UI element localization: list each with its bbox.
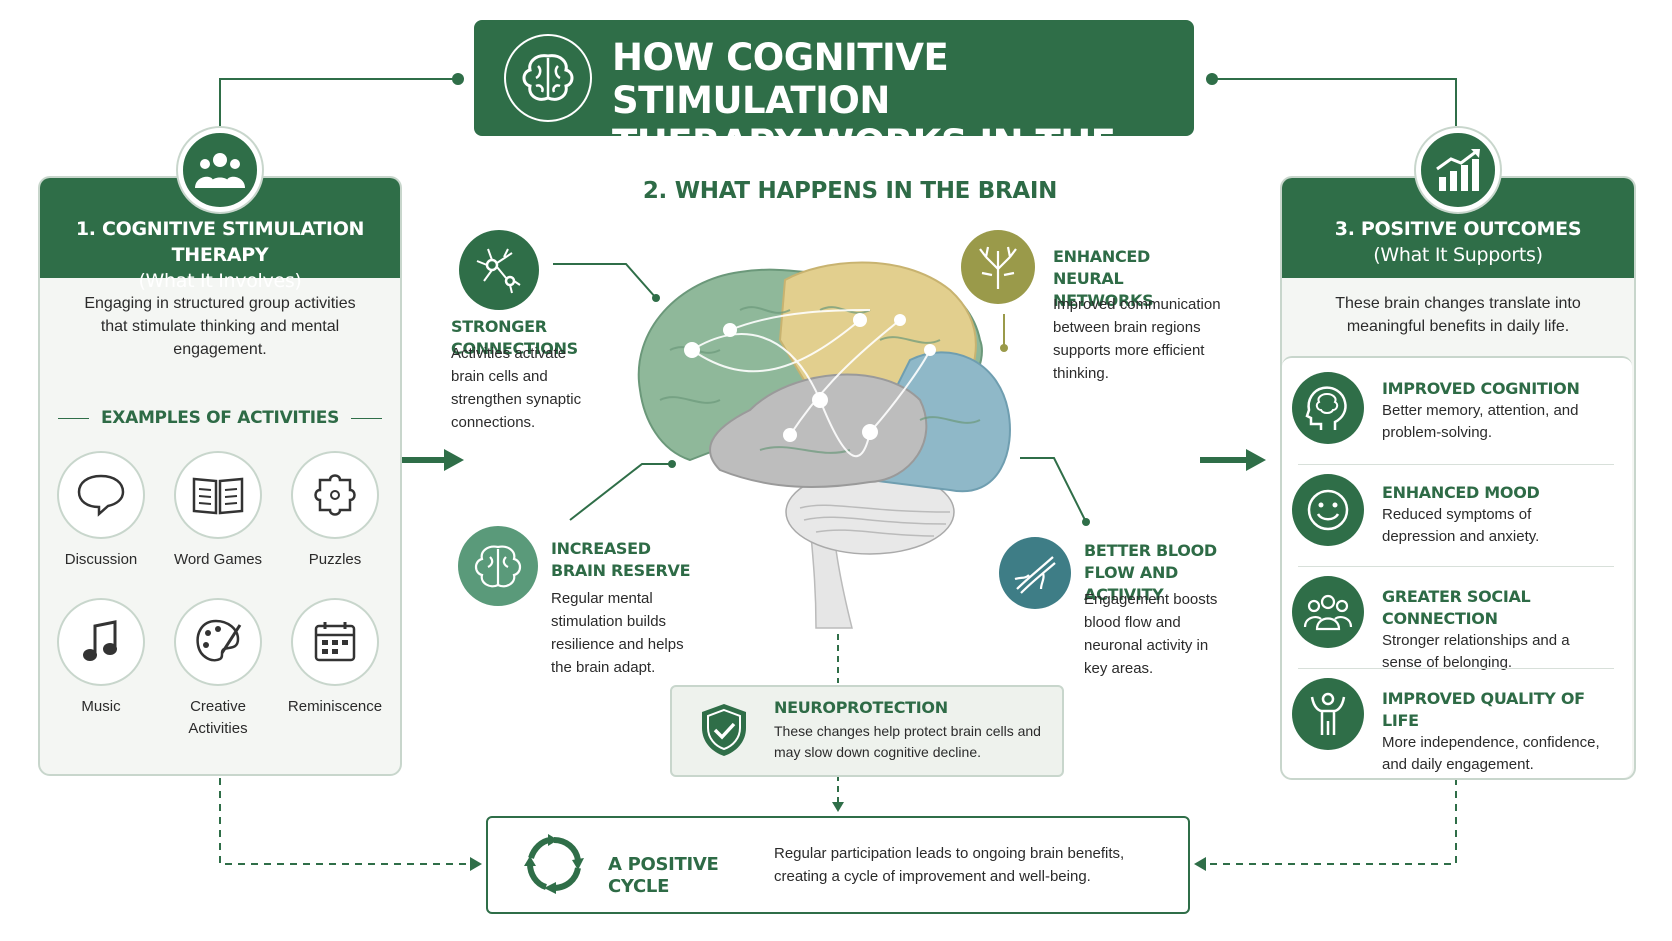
bar-chart-growth-icon xyxy=(1436,149,1480,191)
outcome-separator xyxy=(1298,566,1614,567)
brain-reserve-badge xyxy=(458,526,538,606)
outcomes-description: These brain changes translate into meani… xyxy=(1335,295,1581,335)
outcome-mood: ENHANCED MOOD Reduced symptoms of depres… xyxy=(1382,483,1540,545)
outcome-separator xyxy=(1298,668,1614,669)
music-note-icon xyxy=(83,620,117,661)
enhanced-networks-text: Improved communication between brain reg… xyxy=(1053,296,1221,382)
brain-icon xyxy=(474,545,522,588)
blood-vessel-icon xyxy=(1014,556,1056,594)
activity-discussion: Discussion xyxy=(46,451,156,571)
head-brain-icon xyxy=(1305,386,1347,430)
examples-heading-row: EXAMPLES OF ACTIVITIES xyxy=(58,408,382,428)
neuroprotection-title: NEUROPROTECTION xyxy=(774,698,948,717)
title-line-1: HOW COGNITIVE STIMULATION xyxy=(612,36,949,122)
neuroprotection-text: These changes help protect brain cells a… xyxy=(774,723,1041,760)
outcomes-heading: 3. POSITIVE OUTCOMES xyxy=(1334,218,1582,240)
activity-music: Music xyxy=(46,598,156,718)
outcome-quality: IMPROVED QUALITY OF LIFE More independen… xyxy=(1382,689,1600,773)
brain-illustration xyxy=(637,261,1011,629)
outcomes-subheading: (What It Supports) xyxy=(1373,244,1543,266)
increased-reserve-title: INCREASED BRAIN RESERVE xyxy=(551,539,691,580)
page-title: HOW COGNITIVE STIMULATION THERAPY WORKS … xyxy=(612,36,1182,208)
positive-cycle-box xyxy=(486,816,1190,914)
therapy-panel-header: 1. COGNITIVE STIMULATION THERAPY (What I… xyxy=(40,178,400,292)
positive-cycle-text: Regular participation leads to ongoing b… xyxy=(774,845,1125,885)
title-line-2: THERAPY WORKS IN THE BRAIN xyxy=(612,122,1116,208)
activity-word-games: Word Games xyxy=(163,451,273,571)
neuron-badge xyxy=(459,230,539,310)
person-raised-arms-icon xyxy=(1310,692,1346,735)
stronger-connections-title: STRONGER CONNECTIONS xyxy=(451,317,578,358)
brain-icon xyxy=(504,34,592,122)
group-badge xyxy=(178,128,262,212)
outcome-cognition: IMPROVED COGNITION Better memory, attent… xyxy=(1382,379,1580,441)
growth-badge xyxy=(1416,128,1500,212)
blood-flow-text: Engagement boosts blood flow and neurona… xyxy=(1084,591,1218,677)
activity-reminiscence: Reminiscence xyxy=(280,598,390,718)
outcome-icon-mood xyxy=(1292,474,1364,546)
therapy-description: Engaging in structured group activities … xyxy=(84,295,356,358)
smiley-icon xyxy=(1307,489,1349,531)
palette-icon xyxy=(196,619,242,662)
calendar-icon xyxy=(314,622,356,662)
enhanced-networks-title: ENHANCED NEURAL NETWORKS xyxy=(1053,247,1154,310)
outcome-separator xyxy=(1298,464,1614,465)
blood-flow-title: BETTER BLOOD FLOW AND ACTIVITY xyxy=(1084,541,1217,604)
activity-creative: Creative Activities xyxy=(163,598,273,740)
puzzle-icon xyxy=(314,474,356,516)
outcome-social: GREATER SOCIAL CONNECTION Stronger relat… xyxy=(1382,587,1570,671)
therapy-heading: 1. COGNITIVE STIMULATION THERAPY xyxy=(75,218,365,266)
stronger-connections-text: Activities activate brain cells and stre… xyxy=(451,345,582,431)
speech-bubble-icon xyxy=(77,474,125,517)
outcome-icon-quality xyxy=(1292,678,1364,750)
neural-network-badge xyxy=(961,230,1035,304)
blood-flow-badge xyxy=(999,537,1071,609)
open-book-icon xyxy=(192,477,244,515)
people-group-icon xyxy=(1303,594,1353,631)
increased-reserve-text: Regular mental stimulation builds resili… xyxy=(551,590,684,676)
people-group-icon xyxy=(195,153,245,188)
positive-cycle-title: A POSITIVE CYCLE xyxy=(608,854,719,897)
activity-puzzles: Puzzles xyxy=(280,451,390,571)
outcome-icon-cognition xyxy=(1292,372,1364,444)
brain-section-heading: 2. WHAT HAPPENS IN THE BRAIN xyxy=(642,178,1058,204)
shield-check-icon xyxy=(702,704,746,756)
title-banner xyxy=(474,20,1194,136)
examples-heading: EXAMPLES OF ACTIVITIES xyxy=(100,408,340,428)
therapy-subheading: (What It Involves) xyxy=(138,270,302,292)
recycle-arrows-icon xyxy=(524,834,584,894)
outcome-icon-social xyxy=(1292,576,1364,648)
neuron-icon xyxy=(476,248,521,294)
dendrite-icon xyxy=(979,246,1017,289)
